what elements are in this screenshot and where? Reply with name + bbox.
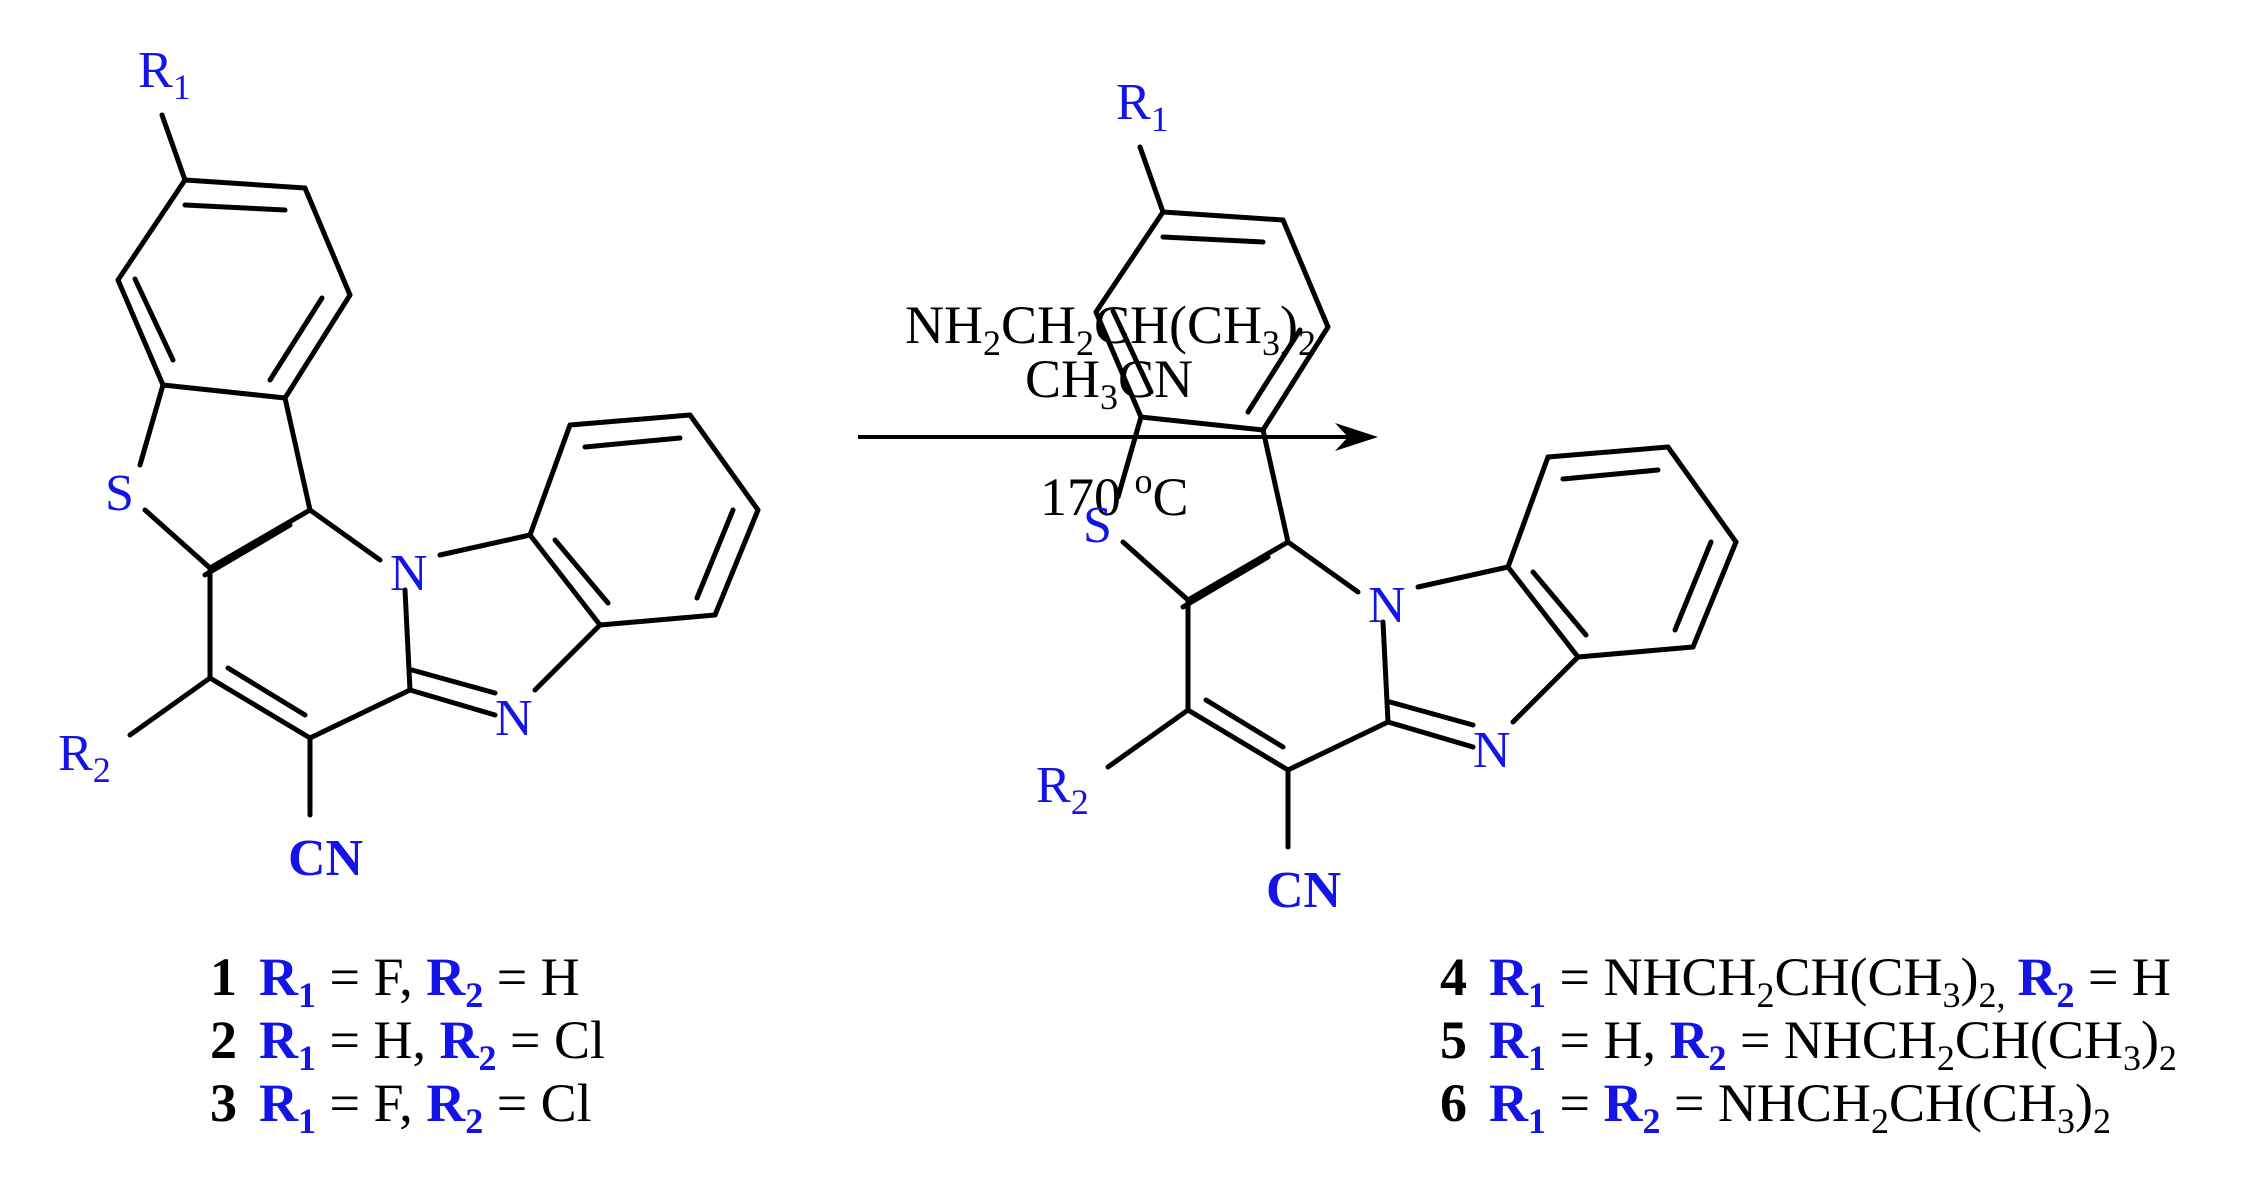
- reaction-temperature: 170 oC: [1040, 461, 1189, 527]
- sulfur-label: S: [1083, 497, 1112, 554]
- bridgehead-nitrogen-label: N: [390, 545, 428, 602]
- nitrile-label: CN: [1266, 862, 1341, 919]
- sulfur-label: S: [105, 465, 134, 522]
- nitrile-label: CN: [288, 830, 363, 887]
- reactant-structure: R1 S N N R2 CN: [58, 42, 761, 887]
- product-structure: R1 S N N R2 CN: [1036, 74, 1739, 919]
- r2-label: R2: [58, 725, 111, 790]
- reaction-arrow: NH2CH2CH(CH3)2 CH3CN 170 oC: [858, 295, 1378, 527]
- r1-label: R1: [1116, 74, 1169, 139]
- imine-nitrogen-label: N: [1473, 722, 1511, 779]
- reagent-solvent: CH3CN: [1025, 349, 1193, 417]
- imine-nitrogen-label: N: [495, 690, 533, 747]
- reagent-amine: NH2CH2CH(CH3)2: [905, 295, 1316, 363]
- r1-label: R1: [138, 42, 191, 107]
- bridgehead-nitrogen-label: N: [1368, 577, 1406, 634]
- r2-label: R2: [1036, 757, 1089, 822]
